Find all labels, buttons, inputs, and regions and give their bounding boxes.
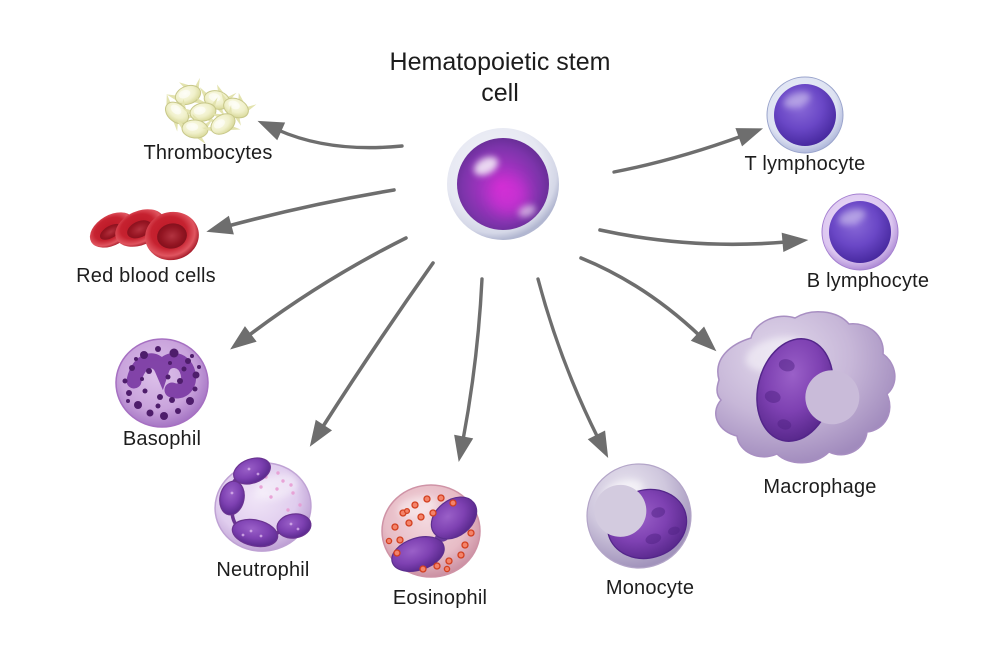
label-eosinophil: Eosinophil <box>392 587 488 609</box>
arrow-to-monocyte <box>536 277 609 458</box>
stem-cell-icon <box>447 128 559 240</box>
basophil-icon <box>115 338 209 428</box>
arrow-to-macrophage <box>579 256 717 352</box>
b-lymphocyte-icon <box>821 193 899 271</box>
label-thrombocytes: Thrombocytes <box>143 142 273 164</box>
eosinophil-icon <box>381 484 481 578</box>
arrow-to-neutrophil <box>309 261 435 447</box>
arrow-to-basophil <box>230 236 408 350</box>
t-lymphocyte-icon <box>766 76 844 154</box>
thrombocytes-icon <box>152 74 259 147</box>
label-neutrophil: Neutrophil <box>216 559 310 581</box>
arrow-to-thrombocytes <box>257 120 404 150</box>
label-macrophage: Macrophage <box>763 476 877 498</box>
diagram-title: Hematopoietic stem cell <box>389 48 611 107</box>
arrow-to-t-lymphocyte <box>612 128 764 174</box>
neutrophil-icon <box>214 457 312 552</box>
arrow-to-eosinophil <box>454 277 484 463</box>
arrow-to-red-blood-cells <box>206 188 396 235</box>
macrophage-icon <box>715 311 896 464</box>
label-red-blood-cells: Red blood cells <box>76 265 216 287</box>
label-t-lymphocyte: T lymphocyte <box>744 153 866 175</box>
arrow-to-b-lymphocyte <box>598 228 809 252</box>
label-basophil: Basophil <box>122 428 202 450</box>
red-blood-cells-icon <box>89 209 199 261</box>
label-monocyte: Monocyte <box>605 577 695 599</box>
label-b-lymphocyte: B lymphocyte <box>806 270 930 292</box>
arrow-group <box>206 120 809 463</box>
monocyte-icon <box>586 463 692 569</box>
